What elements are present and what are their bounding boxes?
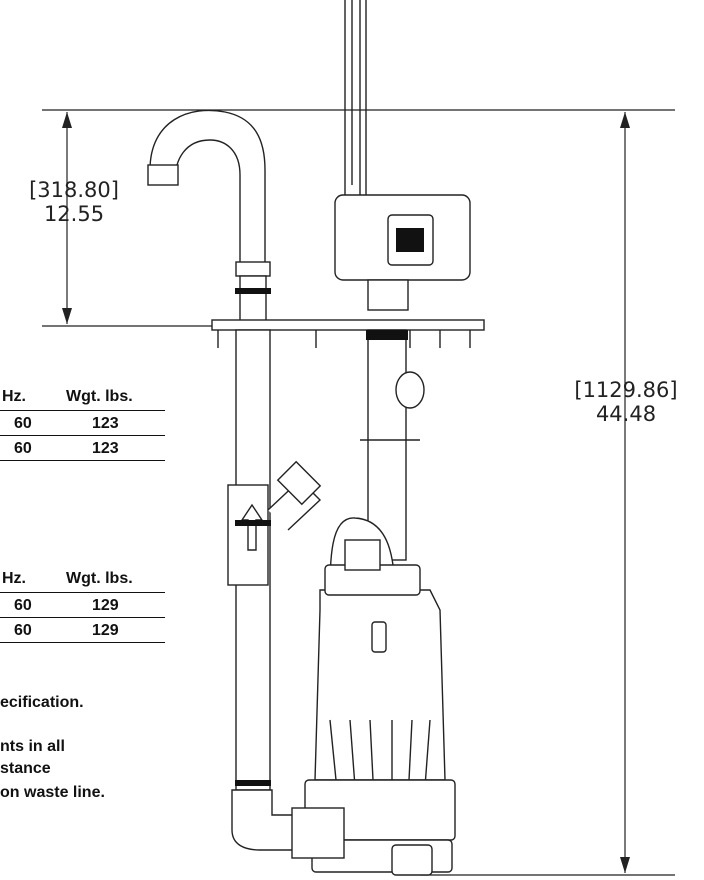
black-band [366, 330, 408, 340]
cell-hz: 60 [14, 415, 32, 432]
check-valve-cap [276, 460, 322, 506]
cell-hz: 60 [14, 622, 32, 639]
black-band [235, 520, 271, 526]
discharge-elbow [231, 789, 301, 851]
spec-table-1: Hz. Wgt. lbs. 60 123 60 123 [0, 388, 165, 461]
table-header: Hz. Wgt. lbs. [0, 388, 165, 411]
header-weight: Wgt. lbs. [66, 388, 133, 405]
check-valve-body [227, 484, 269, 586]
table-row: 60 129 [0, 593, 165, 618]
header-weight: Wgt. lbs. [66, 570, 133, 587]
header-hz: Hz. [2, 388, 26, 405]
pump-motor [314, 589, 446, 781]
junction-box [291, 807, 345, 859]
note-line: stance [0, 760, 51, 777]
table-header: Hz. Wgt. lbs. [0, 570, 165, 593]
note-line: on waste line. [0, 784, 105, 801]
spec-table-2: Hz. Wgt. lbs. 60 129 60 129 [0, 570, 165, 643]
pump-foot [391, 844, 433, 876]
basin-cover [211, 319, 485, 331]
table-row: 60 129 [0, 618, 165, 643]
arrow-down-icon [62, 308, 72, 324]
motor-fins [329, 719, 431, 801]
table-row: 60 123 [0, 436, 165, 461]
overall-dimension-in: 44.48 [595, 402, 657, 426]
vent-gooseneck [149, 109, 266, 266]
power-cable [344, 0, 367, 215]
note-line: nts in all [0, 738, 65, 755]
note-line: ecification. [0, 694, 84, 711]
arrow-up-icon [62, 112, 72, 128]
black-band [235, 288, 271, 294]
upper-dimension-in: 12.55 [43, 202, 105, 226]
table-row: 60 123 [0, 411, 165, 436]
cell-weight: 129 [92, 622, 119, 639]
vent-coupling [235, 261, 271, 277]
vent-cap [147, 164, 179, 186]
motor-label [371, 621, 387, 653]
black-band [235, 780, 271, 786]
cell-weight: 123 [92, 440, 119, 457]
cell-weight: 129 [92, 597, 119, 614]
float-switch [395, 371, 425, 409]
plug-pins [396, 228, 424, 252]
control-mount [367, 279, 409, 311]
overall-dimension-mm: [1129.86] [574, 378, 678, 402]
arrow-up-icon [620, 112, 630, 128]
upper-dimension-mm: [318.80] [29, 178, 119, 202]
cell-hz: 60 [14, 440, 32, 457]
upper-dimension-label: [318.80] 12.55 [0, 178, 148, 226]
cell-weight: 123 [92, 415, 119, 432]
vent-pipe-upper [239, 275, 267, 327]
header-hz: Hz. [2, 570, 26, 587]
overall-dimension-label: [1129.86] 44.48 [556, 378, 696, 426]
cable-gland [344, 539, 381, 571]
cell-hz: 60 [14, 597, 32, 614]
arrow-down-icon [620, 857, 630, 873]
